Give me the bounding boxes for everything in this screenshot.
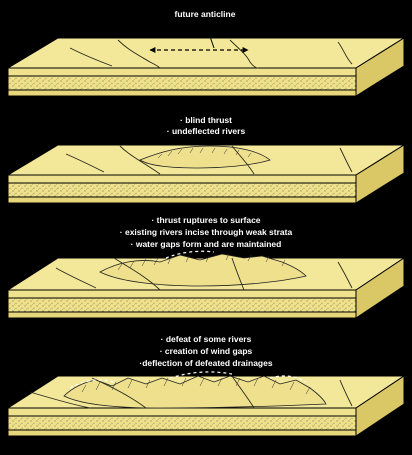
caption-line: · undeflected rivers (167, 126, 246, 136)
panel-stage-4: · defeat of some rivers · creation of wi… (8, 334, 404, 436)
caption-line: · blind thrust (180, 115, 232, 125)
caption-line: · water gaps form and are maintained (131, 239, 282, 249)
panel-stage-3: · thrust ruptures to surface · existing … (8, 215, 404, 318)
caption-line: future anticline (175, 9, 236, 19)
panel-stage-2: · blind thrust · undeflected rivers (8, 115, 404, 203)
caption-line: · thrust ruptures to surface (151, 215, 260, 225)
caption-line: · existing rivers incise through weak st… (120, 227, 293, 237)
panel-stage-1: future anticline (8, 9, 404, 96)
caption-line: · defeat of some rivers (161, 334, 252, 344)
caption-line: ·deflection of defeated drainages (139, 358, 272, 368)
caption-line: · creation of wind gaps (160, 346, 253, 356)
